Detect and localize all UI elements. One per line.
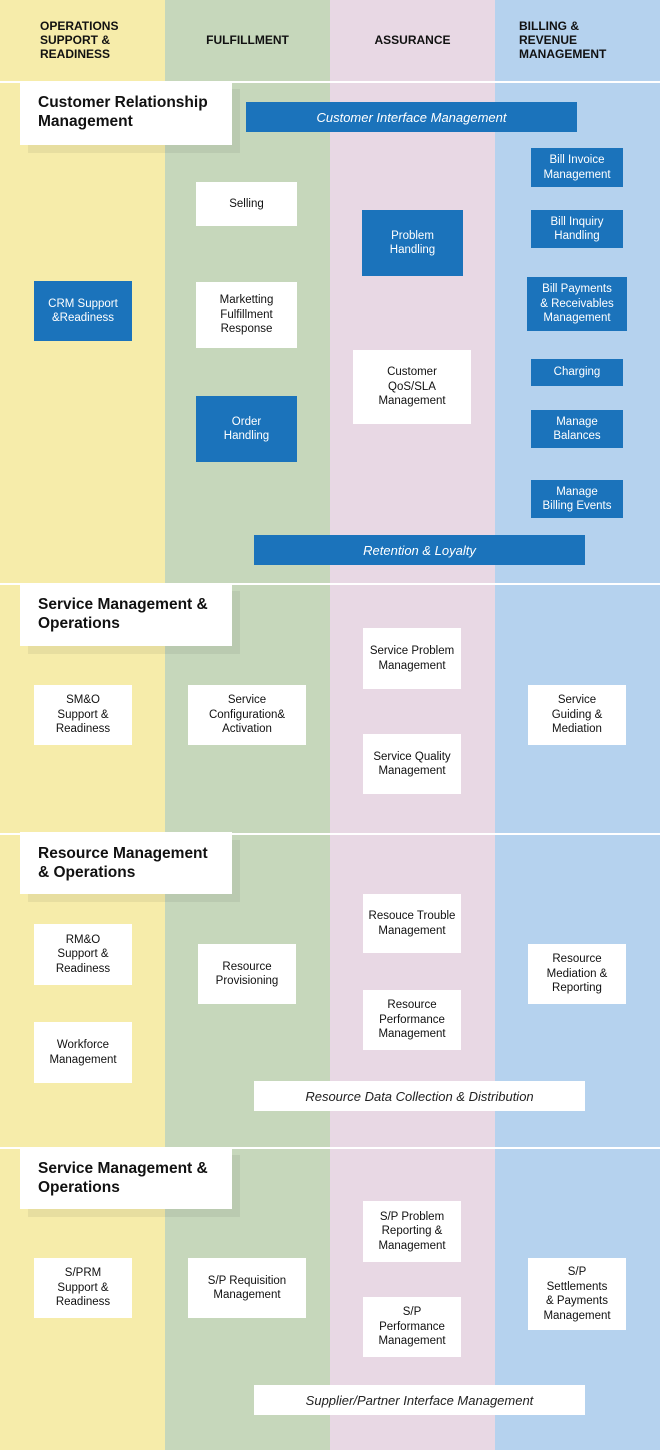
resource-data-collection: Resource Data Collection & Distribution [254,1081,585,1111]
section-divider [0,583,660,585]
customer-qos-sla-management: Customer QoS/SLA Management [353,350,471,424]
column-header-operations: OPERATIONS SUPPORT & READINESS [40,19,119,61]
column-header-billing: BILLING & REVENUE MANAGEMENT [519,19,607,61]
section-title-crm: Customer Relationship Management [20,81,232,145]
sp-performance-management: S/P Performance Management [363,1297,461,1357]
bill-payments-receivables: Bill Payments & Receivables Management [527,277,627,331]
selling: Selling [196,182,297,226]
supplier-partner-interface: Supplier/Partner Interface Management [254,1385,585,1415]
manage-billing-events: Manage Billing Events [531,480,623,518]
bill-invoice-management: Bill Invoice Management [531,148,623,187]
bill-inquiry-handling: Bill Inquiry Handling [531,210,623,248]
service-problem-management: Service Problem Management [363,628,461,689]
charging: Charging [531,359,623,386]
sp-settlements-payments: S/P Settlements & Payments Management [528,1258,626,1330]
resource-provisioning: Resource Provisioning [198,944,296,1004]
column-header-assurance: ASSURANCE [374,33,451,47]
resource-performance-management: Resource Performance Management [363,990,461,1050]
section-title-supplier-partner: Service Management & Operations [20,1147,232,1209]
resource-trouble-management: Resouce Trouble Management [363,894,461,953]
sp-requisition-management: S/P Requisition Management [188,1258,306,1318]
section-divider [0,833,660,835]
smo-support-readiness: SM&O Support & Readiness [34,685,132,745]
column-header-fulfillment: FULFILLMENT [206,33,289,47]
workforce-management: Workforce Management [34,1022,132,1083]
order-handling: Order Handling [196,396,297,462]
section-title-resource-management: Resource Management & Operations [20,832,232,894]
sprm-support-readiness: S/PRM Support & Readiness [34,1258,132,1318]
problem-handling: Problem Handling [362,210,463,276]
service-quality-management: Service Quality Management [363,734,461,794]
marketing-fulfillment-response: Marketting Fulfillment Response [196,282,297,348]
service-configuration-activation: Service Configuration& Activation [188,685,306,745]
manage-balances: Manage Balances [531,410,623,448]
rmo-support-readiness: RM&O Support & Readiness [34,924,132,985]
sp-problem-reporting: S/P Problem Reporting & Management [363,1201,461,1262]
service-guiding-mediation: Service Guiding & Mediation [528,685,626,745]
retention-loyalty: Retention & Loyalty [254,535,585,565]
section-divider [0,1147,660,1149]
resource-mediation-reporting: Resource Mediation & Reporting [528,944,626,1004]
section-title-service-management: Service Management & Operations [20,583,232,646]
crm-support-readiness: CRM Support &Readiness [34,281,132,341]
section-divider [0,81,660,83]
customer-interface-management: Customer Interface Management [246,102,577,132]
